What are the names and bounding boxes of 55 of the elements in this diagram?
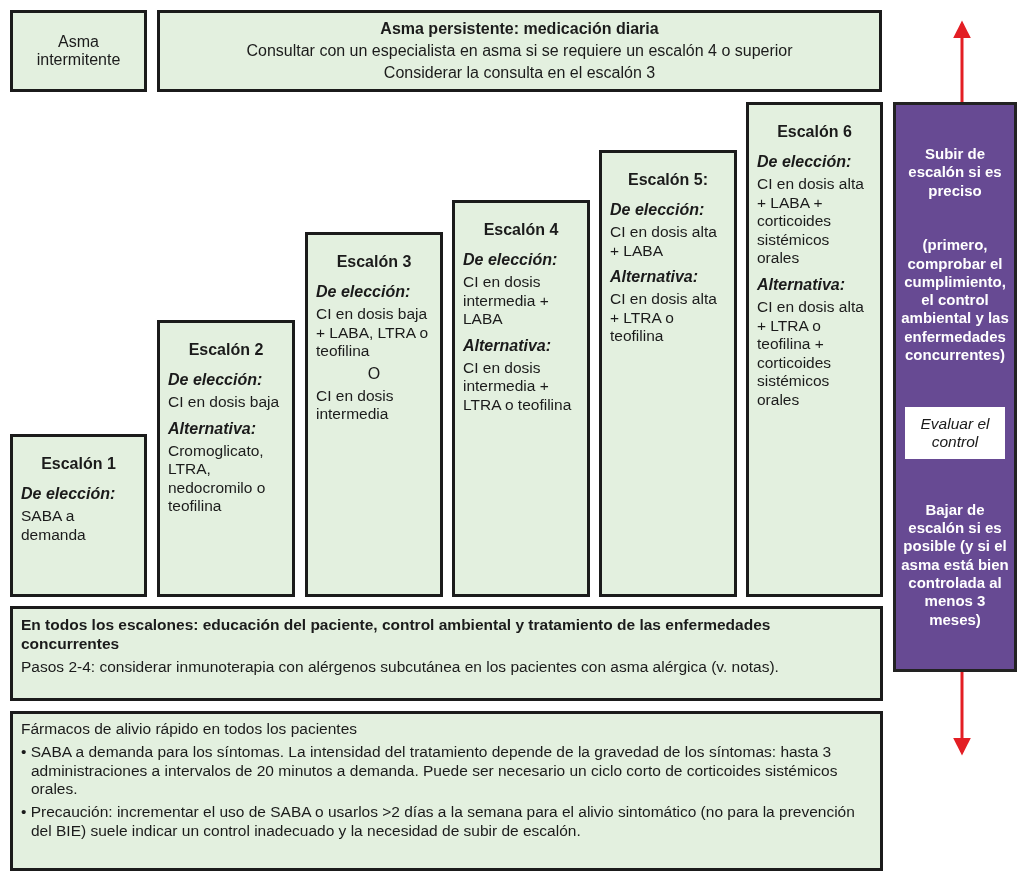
category-box: [157, 10, 882, 92]
box-text: Cromoglicato, LTRA, nedocromilo o teofilina: [168, 441, 267, 516]
box-text: CI en dosis intermedia + LTRA o teofilina: [463, 358, 573, 415]
choice-heading: De elección:: [610, 201, 706, 219]
step-box: [157, 320, 295, 597]
category-box: [10, 10, 147, 92]
box-text: Fármacos de alivio rápido en todos los pacientes: [21, 720, 359, 739]
box-text: O: [366, 364, 382, 383]
choice-heading: De elección:: [21, 485, 117, 503]
step-title: Escalón 4: [482, 221, 560, 239]
box-heading: En todos los escalones: educación del paciente, control ambiental y tratamiento de las enfermedades concurrentes: [21, 615, 772, 654]
note-box: [10, 606, 883, 701]
step-title: Escalón 6: [776, 123, 853, 141]
box-text: CI en dosis baja: [168, 393, 281, 412]
choice-heading: Alternativa:: [757, 275, 847, 294]
step-title: Escalón 1: [40, 455, 117, 473]
box-text: Consultar con un especialista en asma si se requiere un escalón 4 o superior: [245, 42, 794, 60]
panel-text: Bajar de escalón si es posible (y si el asma está bien controlada al menos 3 meses): [900, 500, 1010, 629]
arrow: [953, 20, 971, 102]
evaluation-box: [905, 406, 1005, 459]
box-text: CI en dosis alta + LABA + corticoides sistémicos orales: [757, 175, 865, 268]
choice-heading: Alternativa:: [610, 268, 700, 287]
box-text: Pasos 2-4: considerar inmunoterapia con alérgenos subcutánea en los pacientes con asma alérgica (v. notas).: [21, 657, 780, 677]
box-text: CI en dosis intermedia + LABA: [463, 273, 550, 329]
bullet-text: • SABA a demanda para los síntomas. La intensidad del tratamiento depende de la gravedad de los síntomas: hasta 3 administraciones a intervalos de 20 minutos a demanda. Puede ser necesario un ciclo corto de corticoides sistémicos orales.: [21, 742, 839, 800]
step-title: Escalón 2: [187, 341, 265, 359]
bullet-text: • Precaución: incrementar el uso de SABA o usarlos >2 días a la semana para el alivio sintomático (no para la prevención del BIE) suele indicar un control inadecuado y la necesidad de subir de escalón.: [21, 803, 856, 842]
step-box: [599, 150, 737, 597]
choice-heading: De elección:: [316, 283, 412, 301]
step-box: [746, 102, 883, 597]
choice-heading: De elección:: [463, 251, 559, 269]
step-box: [10, 434, 147, 597]
box-text: CI en dosis alta + LTRA o teofilina: [610, 290, 718, 346]
box-text: CI en dosis baja + LABA, LTRA o teofilina: [316, 305, 430, 361]
step-title: Escalón 3: [335, 253, 413, 271]
box-text: Asma intermitente: [35, 33, 122, 69]
choice-heading: De elección:: [757, 153, 853, 171]
step-box: [452, 200, 590, 597]
box-text: CI en dosis intermedia: [316, 386, 395, 424]
box-text: CI en dosis alta + LABA: [610, 223, 718, 261]
choice-heading: Alternativa:: [463, 336, 553, 355]
box-text: Considerar la consulta en el escalón 3: [382, 64, 657, 82]
panel-text: Subir de escalón si es preciso: [907, 145, 1003, 201]
control-panel: [893, 102, 1017, 672]
note-box: [10, 711, 883, 871]
arrow: [953, 672, 971, 756]
choice-heading: De elección:: [168, 371, 264, 389]
step-title: Escalón 5:: [627, 171, 709, 189]
step-box: [305, 232, 443, 597]
choice-heading: Alternativa:: [168, 419, 258, 438]
box-text: Evaluar el control: [919, 414, 991, 451]
panel-text: (primero, comprobar el cumplimiento, el control ambiental y las enfermedades concurrentes): [900, 236, 1010, 365]
box-text: CI en dosis alta + LTRA o teofilina + corticoides sistémicos orales: [757, 297, 865, 410]
box-heading: Asma persistente: medicación diaria: [379, 20, 660, 38]
box-text: SABA a demanda: [21, 507, 87, 545]
